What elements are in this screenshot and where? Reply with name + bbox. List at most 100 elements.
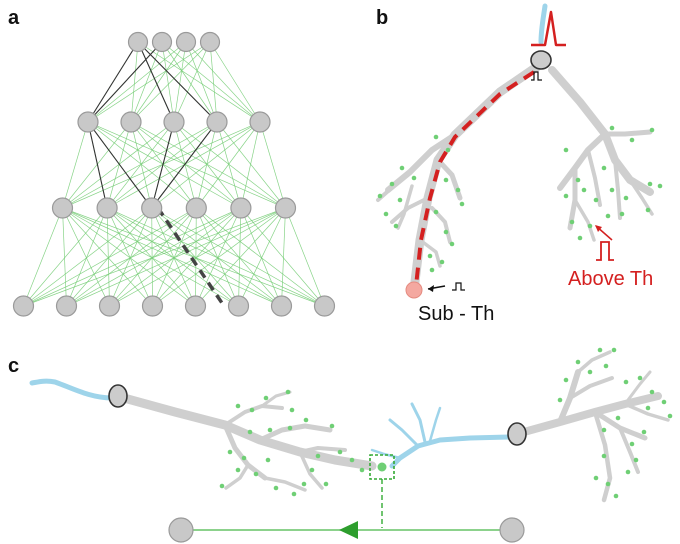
dashed-long-range-connection (156, 207, 226, 307)
network-connection (238, 207, 242, 307)
network-node (141, 197, 163, 219)
network-connection (151, 207, 282, 307)
network-node (249, 111, 271, 133)
network-node (230, 197, 252, 219)
highlighted-connection (87, 41, 139, 123)
neuron-b-branch (613, 158, 622, 220)
network-connection (130, 41, 139, 123)
neuron-c2-axon-branch (410, 402, 427, 444)
dendritic-spine (393, 223, 399, 229)
dendritic-spine (575, 359, 581, 365)
network-connection (240, 207, 282, 307)
network-node (175, 31, 197, 53)
neuron-c1-branch (260, 390, 292, 408)
network-connection (66, 207, 108, 307)
dendritic-spine (455, 187, 461, 193)
sub-threshold-pulse-icon (452, 282, 465, 291)
network-connection (62, 121, 261, 209)
dendritic-spine (219, 483, 225, 489)
dendritic-spine (587, 223, 593, 229)
network-connection (62, 207, 153, 307)
dendritic-spine (303, 417, 309, 423)
dendritic-spine (645, 207, 651, 213)
neuron-b-branch (602, 129, 653, 137)
highlighted-connection (137, 41, 175, 123)
neuron-c2-axon (389, 434, 513, 469)
network-connection (196, 207, 325, 307)
neuron-c1-axon (29, 378, 115, 401)
highlighted-connections (87, 41, 218, 209)
network-node (141, 295, 164, 317)
network-connection (23, 207, 286, 307)
neuron-c2-axon-branch (388, 418, 420, 448)
dendritic-spine (235, 403, 241, 409)
network-node (199, 31, 221, 53)
network-node (127, 31, 149, 53)
network-connection (195, 121, 218, 209)
network-node (270, 295, 293, 317)
network-connection (281, 207, 286, 307)
neuron-c2-branch (618, 426, 640, 474)
network-connection (66, 207, 286, 307)
dendritic-spine (597, 347, 603, 353)
dendritic-spine (649, 389, 655, 395)
neuron-c1-branch (222, 422, 268, 481)
network-connection (23, 207, 242, 307)
dendritic-spine (291, 491, 297, 497)
dendritic-spine (227, 449, 233, 455)
dendritic-spine (377, 193, 383, 199)
dendritic-spine (287, 425, 293, 431)
network-connection (23, 207, 63, 307)
neuron-c2-branch (623, 402, 670, 422)
dendritic-spine (581, 187, 587, 193)
dendritic-spine (637, 375, 643, 381)
highlighted-connection (137, 41, 218, 123)
propagation-path (414, 70, 536, 287)
network-node (185, 197, 207, 219)
neuron-c2-branch (623, 370, 652, 406)
network-connection (87, 41, 187, 123)
network-connection (130, 41, 187, 123)
dendritic-spine (657, 183, 663, 189)
dendritic-spine (569, 219, 575, 225)
dendritic-spine (285, 389, 291, 395)
dendritic-spine (667, 413, 673, 419)
neuron-c1-branch (298, 450, 324, 490)
network-connection (106, 207, 325, 307)
dendritic-spine (429, 267, 435, 273)
neuron-b-branch (557, 131, 608, 191)
network-connection (106, 207, 110, 307)
dendritic-spine (603, 363, 609, 369)
dendritic-spine (647, 181, 653, 187)
neuron-b-left-trunk (409, 61, 543, 295)
dendritic-spine (433, 209, 439, 215)
network-connection (130, 121, 286, 209)
network-connection (106, 121, 261, 209)
network-connection (66, 207, 152, 307)
dendritic-spine (577, 235, 583, 241)
dendritic-spine (649, 127, 655, 133)
dendritic-spine (661, 399, 667, 405)
network-connection (23, 207, 108, 307)
dendritic-spine (301, 481, 307, 487)
dendritic-spine (575, 177, 581, 183)
network-connection (196, 121, 261, 209)
neuron-c2-branch (592, 409, 613, 503)
sub-threshold-synapse (405, 281, 423, 299)
network-connection (130, 41, 163, 123)
network-connection (209, 41, 261, 123)
network-connection (185, 41, 261, 123)
panel-b-neuron: Sub - Th Above Th (376, 3, 663, 325)
dendritic-spine (601, 453, 607, 459)
network-connection (151, 207, 325, 307)
dendritic-spine (309, 467, 315, 473)
panel-label-b: b (376, 7, 388, 29)
arrow-head-icon (595, 225, 602, 232)
network-connection (109, 207, 153, 307)
dendritic-spine (459, 201, 465, 207)
network-connection (240, 207, 325, 307)
network-connection (151, 207, 239, 307)
dendritic-spine (605, 213, 611, 219)
network-connection (209, 41, 218, 123)
